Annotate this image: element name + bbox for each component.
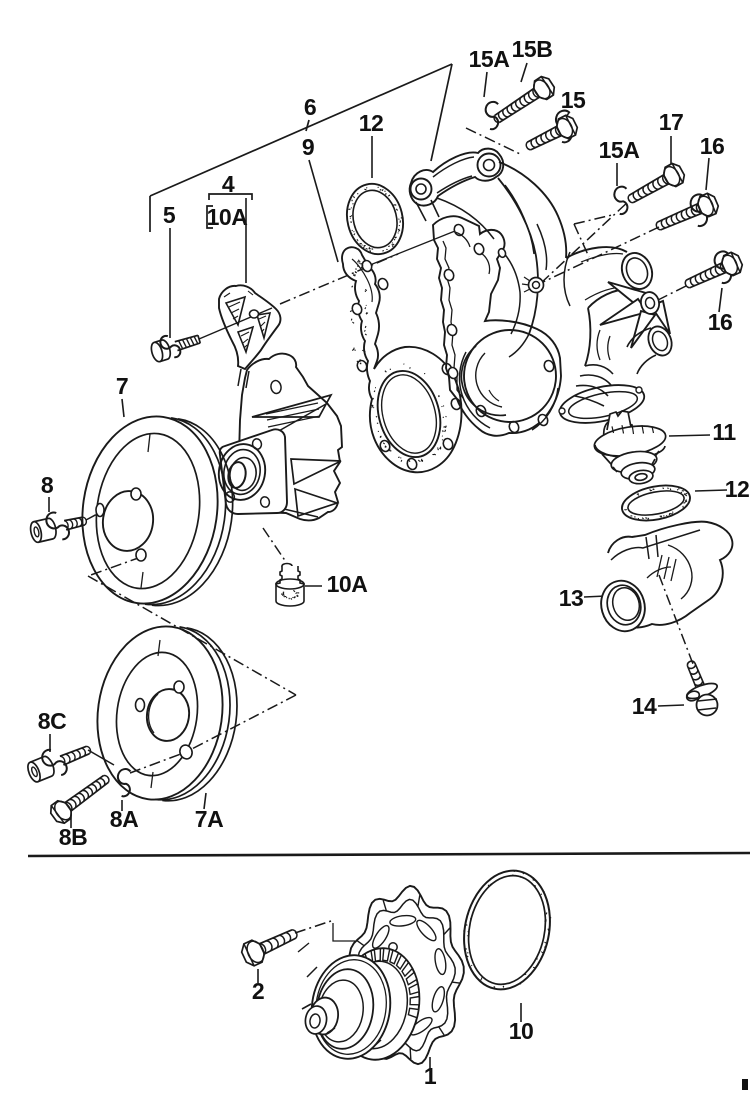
svg-text:6: 6 <box>304 94 316 120</box>
svg-text:1: 1 <box>424 1063 437 1089</box>
svg-text:15B: 15B <box>512 36 553 62</box>
svg-text:16: 16 <box>708 309 733 335</box>
svg-text:14: 14 <box>632 693 657 719</box>
svg-text:9: 9 <box>302 134 314 160</box>
svg-text:8C: 8C <box>38 708 66 734</box>
svg-text:8A: 8A <box>110 806 138 832</box>
svg-text:4: 4 <box>222 171 235 197</box>
svg-text:5: 5 <box>163 202 176 228</box>
svg-text:17: 17 <box>659 109 684 135</box>
svg-text:8: 8 <box>41 472 54 498</box>
svg-text:10A: 10A <box>327 571 368 597</box>
svg-text:11: 11 <box>712 419 736 445</box>
svg-text:8B: 8B <box>59 824 87 850</box>
svg-text:16: 16 <box>700 133 725 159</box>
svg-text:15: 15 <box>561 87 586 113</box>
svg-text:10A: 10A <box>207 204 248 230</box>
svg-text:2: 2 <box>252 978 264 1004</box>
svg-text:12: 12 <box>359 110 384 136</box>
svg-text:12: 12 <box>725 476 750 502</box>
svg-text:7A: 7A <box>195 806 223 832</box>
svg-text:10: 10 <box>509 1018 534 1044</box>
svg-text:13: 13 <box>559 585 584 611</box>
svg-text:15A: 15A <box>469 46 510 72</box>
svg-text:7: 7 <box>116 373 128 399</box>
svg-text:15A: 15A <box>599 137 640 163</box>
